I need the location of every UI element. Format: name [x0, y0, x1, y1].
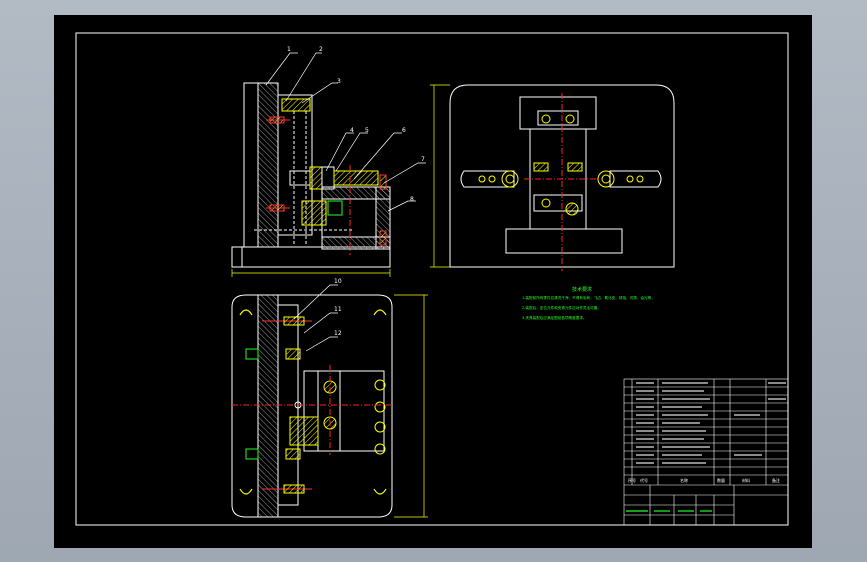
- tb-label-name: 名称: [680, 477, 688, 483]
- top-view: 10 11 12: [231, 278, 428, 518]
- callout-4: 4: [350, 127, 354, 134]
- callout-1: 1: [287, 46, 291, 53]
- tech-line-3: 3.夹具装配后应满足图纸各项精度要求。: [522, 315, 587, 320]
- tb-label-code: 代号: [640, 477, 648, 483]
- callout-12: 12: [334, 330, 342, 337]
- callout-3: 3: [337, 78, 341, 85]
- tb-label-remark: 备注: [772, 477, 780, 483]
- technical-requirements: 技术要求 1.装配前所有零件应清洗干净，不得有毛刺、飞边、氧化皮、锈蚀、切屑、油…: [522, 286, 655, 320]
- callout-8: 8: [410, 196, 414, 203]
- tb-label-material: 材料: [742, 477, 750, 483]
- front-view: 1 2 3 4 5 6 7 8: [231, 46, 426, 277]
- drawing-frame: [75, 32, 789, 526]
- callout-5: 5: [365, 127, 369, 134]
- callout-2: 2: [319, 46, 323, 53]
- tech-title: 技术要求: [572, 286, 592, 293]
- tb-label-qty: 数量: [717, 477, 725, 483]
- tech-line-2: 2.装配后，定位元件和夹紧元件应动作灵活可靠。: [522, 305, 601, 310]
- drawing-canvas: 1 2 3 4 5 6 7 8: [75, 32, 789, 526]
- side-view: [430, 84, 675, 271]
- tb-label-index: 序号: [628, 477, 636, 483]
- callout-10: 10: [334, 278, 342, 285]
- title-block-labels: 序号 代号 名称 数量 材料 备注: [628, 477, 780, 483]
- callout-7: 7: [421, 156, 425, 163]
- tech-line-1: 1.装配前所有零件应清洗干净，不得有毛刺、飞边、氧化皮、锈蚀、切屑、油污等。: [522, 295, 655, 300]
- callout-11: 11: [334, 306, 342, 313]
- callout-6: 6: [402, 127, 406, 134]
- parts-list: [623, 378, 789, 526]
- drawing-sheet: 1 2 3 4 5 6 7 8: [54, 15, 812, 548]
